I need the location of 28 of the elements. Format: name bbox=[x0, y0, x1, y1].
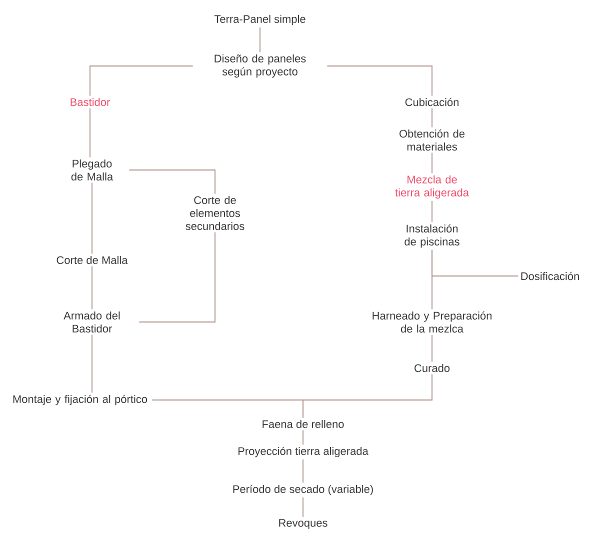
step-text: Período de secado (variable) bbox=[233, 484, 373, 496]
step-text: Obtención de materiales bbox=[400, 129, 465, 151]
step-text: Instalación de piscinas bbox=[404, 224, 460, 248]
step-text: Dosificación bbox=[521, 272, 579, 280]
step-text: Proyección tierra aligerada bbox=[238, 446, 368, 458]
step-text: Montaje y fijación al pórtico bbox=[13, 394, 148, 406]
step-text: Cubicación bbox=[405, 98, 458, 106]
step-text: Harneado y Preparación de la mezlca bbox=[372, 311, 492, 333]
connector-line bbox=[90, 66, 194, 96]
step-text: Armado del Bastidor bbox=[64, 311, 120, 333]
step-text: Bastidor bbox=[70, 98, 110, 106]
step-text: Mezcla de tierra aligerada bbox=[395, 175, 469, 199]
connector-line bbox=[302, 496, 304, 518]
step-text: Faena de relleno bbox=[262, 420, 344, 428]
step-text: Revoques bbox=[279, 519, 328, 529]
step-text: Diseño de paneles según proyecto bbox=[214, 54, 306, 78]
connector-line bbox=[326, 66, 432, 96]
connector-line bbox=[432, 249, 519, 276]
step-text: Corte de elementos secundarios bbox=[186, 196, 244, 230]
connector-line bbox=[138, 232, 216, 322]
connector-line bbox=[302, 374, 432, 418]
step-text: Plegado de Malla bbox=[71, 159, 114, 181]
connector-line bbox=[302, 458, 304, 484]
step-text: Curado bbox=[414, 364, 450, 372]
step-text: Corte de Malla bbox=[56, 256, 128, 264]
step-text: Terra-Panel simple bbox=[214, 14, 306, 26]
connector-line bbox=[302, 430, 304, 446]
connector-line bbox=[128, 170, 216, 194]
